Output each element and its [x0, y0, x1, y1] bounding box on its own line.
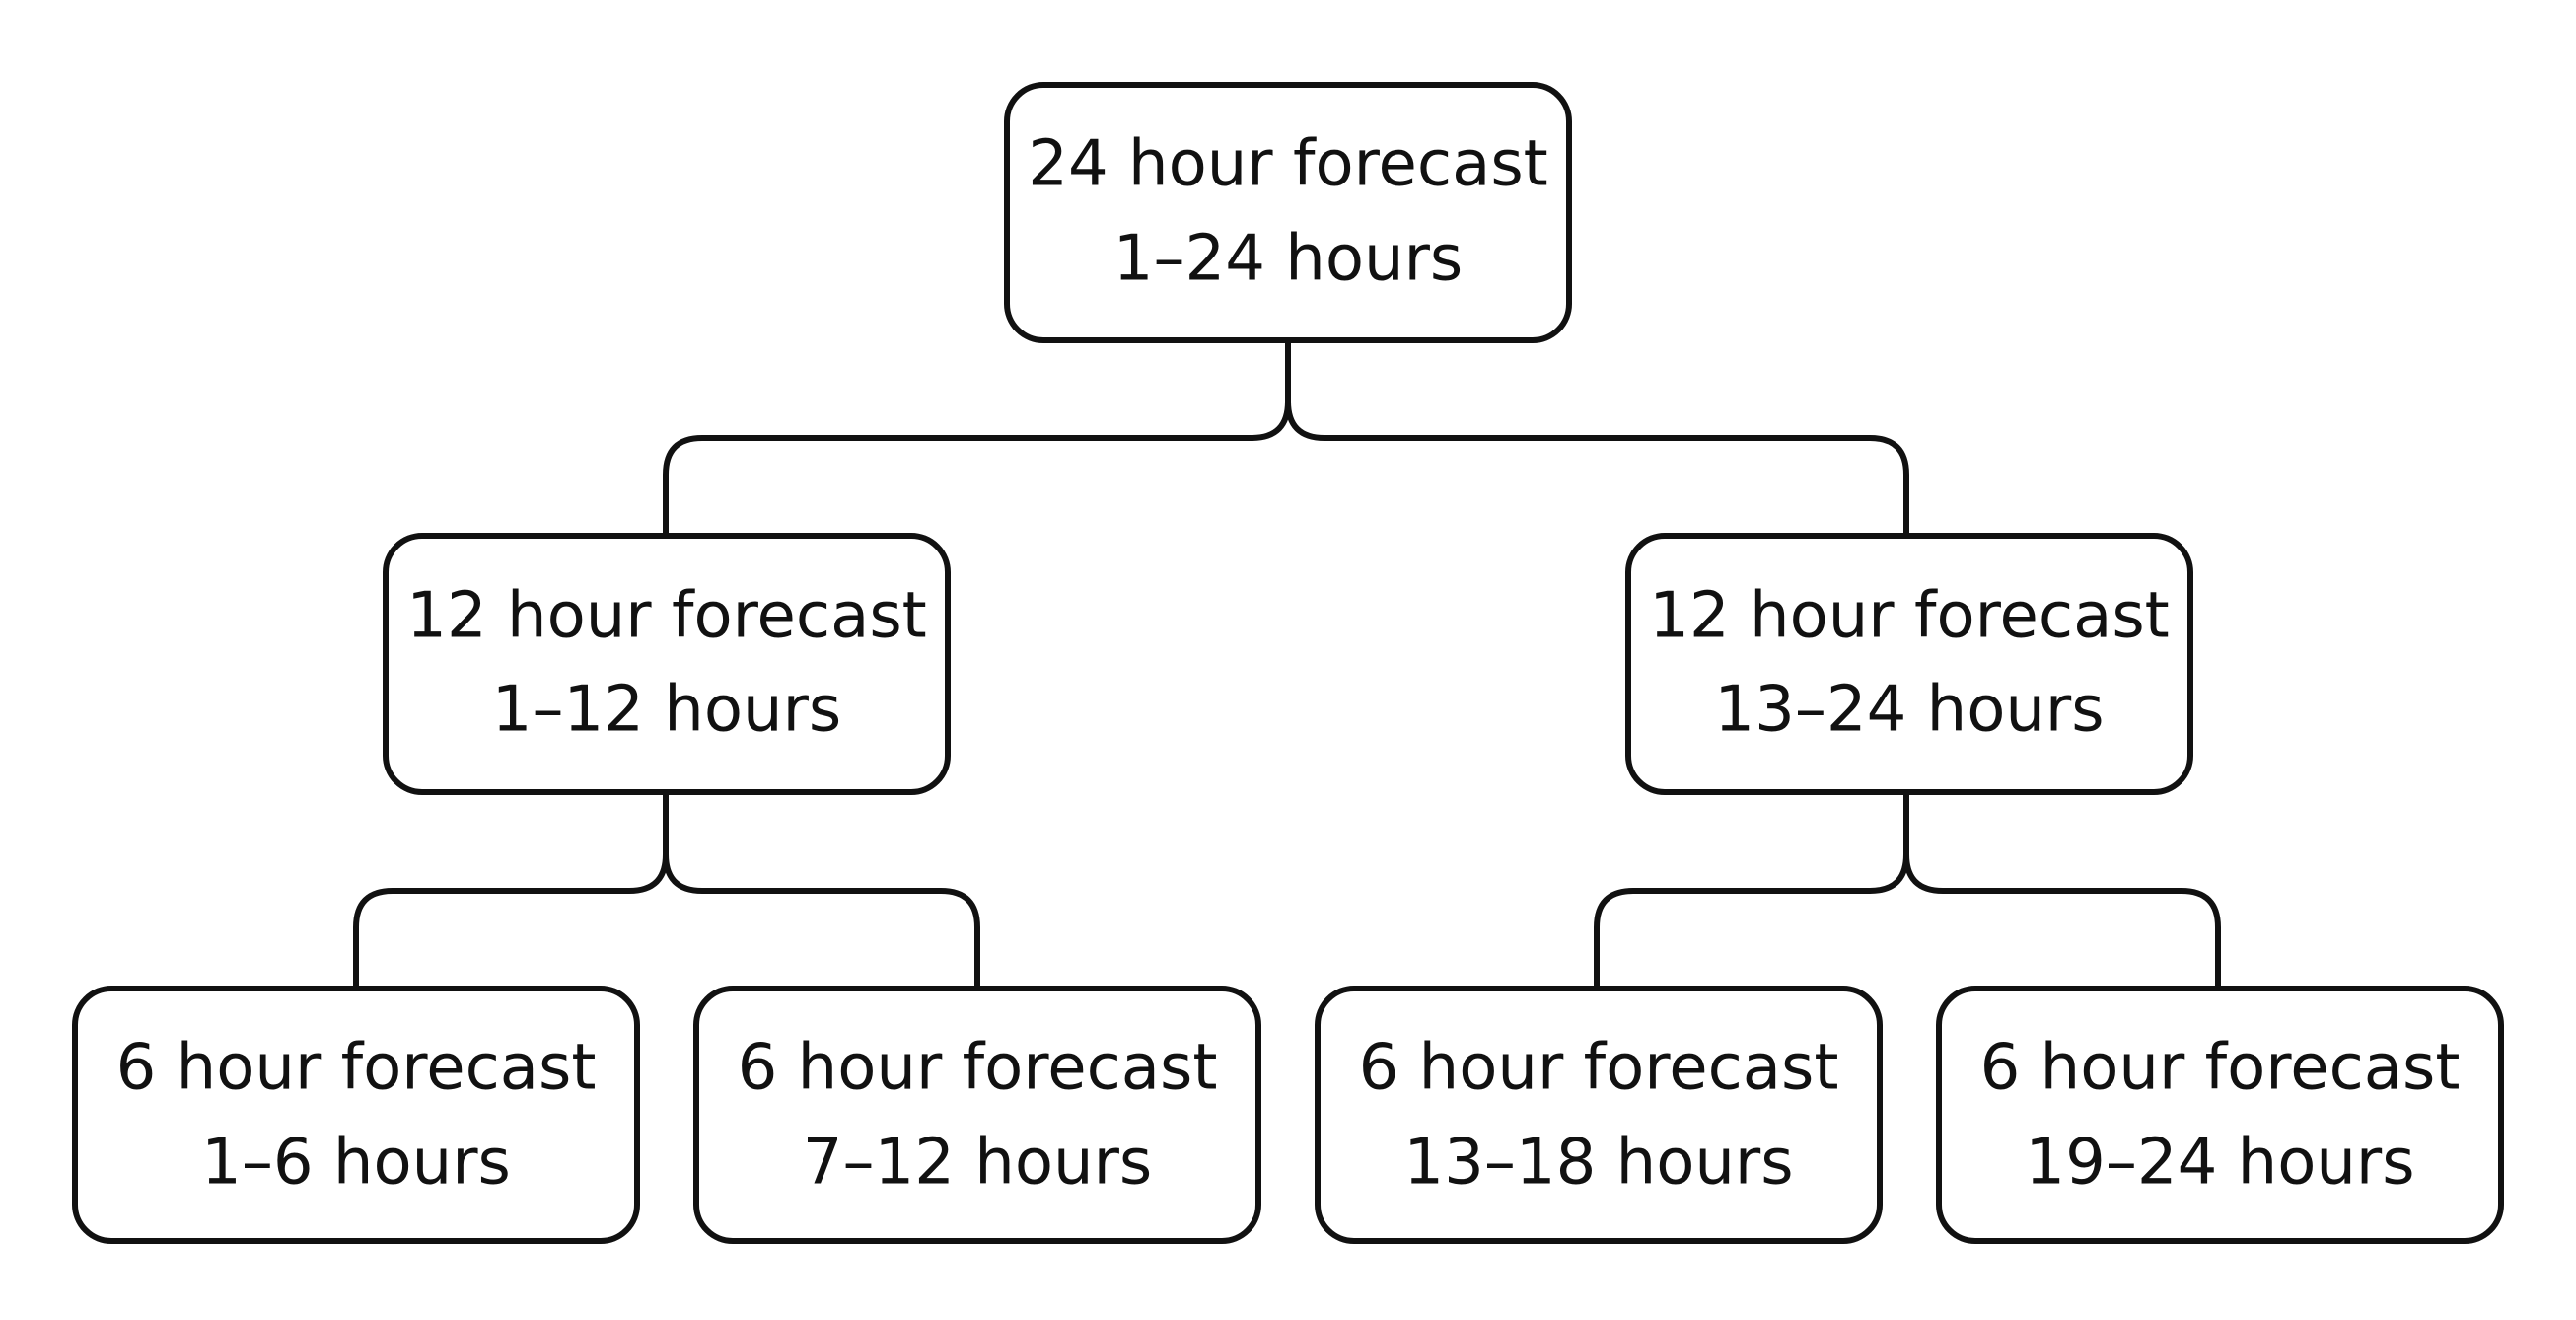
node-leaf-3-title: 6 hour forecast: [1359, 1032, 1839, 1105]
node-leaf-1: 6 hour forecast 1–6 hours: [72, 986, 640, 1244]
connector-right-to-leaf-4: [1903, 789, 2221, 991]
node-leaf-1-box: [72, 986, 640, 1244]
node-leaf-3-box: [1315, 986, 1883, 1244]
node-root-range: 1–24 hours: [1113, 223, 1463, 296]
node-middle-left-range: 1–12 hours: [492, 674, 841, 747]
connector-right-to-leaf-3: [1594, 789, 1909, 991]
node-leaf-2: 6 hour forecast 7–12 hours: [693, 986, 1261, 1244]
connector-root-to-left: [663, 337, 1291, 539]
node-leaf-2-title: 6 hour forecast: [738, 1032, 1218, 1105]
node-leaf-4-box: [1936, 986, 2504, 1244]
node-leaf-2-box: [693, 986, 1261, 1244]
node-root-title: 24 hour forecast: [1028, 128, 1548, 201]
node-leaf-4: 6 hour forecast 19–24 hours: [1936, 986, 2504, 1244]
node-leaf-1-range: 1–6 hours: [201, 1127, 511, 1200]
connector-root-to-right: [1285, 337, 1909, 539]
node-middle-right-box: [1625, 533, 2193, 795]
node-middle-left-title: 12 hour forecast: [406, 580, 927, 653]
node-root: 24 hour forecast 1–24 hours: [1004, 82, 1572, 343]
node-root-box: [1004, 82, 1572, 343]
node-leaf-3: 6 hour forecast 13–18 hours: [1315, 986, 1883, 1244]
node-leaf-4-title: 6 hour forecast: [1980, 1032, 2461, 1105]
node-middle-right: 12 hour forecast 13–24 hours: [1625, 533, 2193, 795]
node-middle-left: 12 hour forecast 1–12 hours: [383, 533, 951, 795]
connector-left-to-leaf-2: [663, 789, 980, 991]
node-leaf-4-range: 19–24 hours: [2025, 1127, 2414, 1200]
node-leaf-1-title: 6 hour forecast: [116, 1032, 597, 1105]
node-leaf-3-range: 13–18 hours: [1403, 1127, 1793, 1200]
node-middle-left-box: [383, 533, 951, 795]
connector-left-to-leaf-1: [353, 789, 669, 991]
node-middle-right-title: 12 hour forecast: [1649, 580, 2170, 653]
node-middle-right-range: 13–24 hours: [1714, 674, 2104, 747]
node-leaf-2-range: 7–12 hours: [803, 1127, 1152, 1200]
